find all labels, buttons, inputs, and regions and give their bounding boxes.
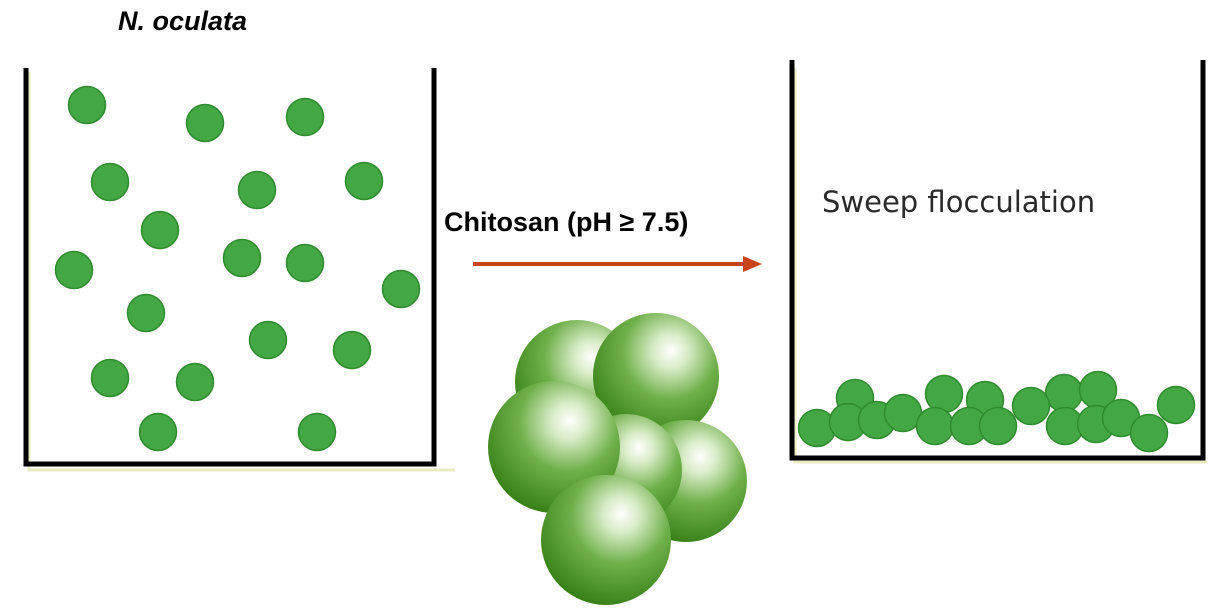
- cell-dot: [285, 97, 325, 137]
- settled-cells: [797, 370, 1196, 453]
- right-beaker-shadow: [793, 68, 1207, 464]
- settled-cell-dot: [1156, 385, 1196, 425]
- cell-dot: [297, 412, 337, 452]
- cell-dot: [126, 293, 166, 333]
- right-beaker-outline: [789, 60, 1206, 461]
- reagent-label: Chitosan (pH ≥ 7.5): [444, 207, 689, 237]
- right-beaker: [789, 60, 1207, 464]
- dispersed-cells: [54, 85, 421, 452]
- cell-dot: [90, 162, 130, 202]
- left-beaker-outline: [23, 68, 437, 467]
- settled-cell-dot: [915, 406, 955, 446]
- settled-cell-dot: [1044, 373, 1084, 413]
- cell-dot: [185, 103, 225, 143]
- settled-cell-dot: [978, 406, 1018, 446]
- cell-dot: [332, 330, 372, 370]
- process-arrow: [473, 256, 762, 272]
- cell-dot: [344, 161, 384, 201]
- settled-cell-dot: [924, 374, 964, 414]
- left-beaker: [23, 68, 455, 472]
- outcome-label: Sweep flocculation: [822, 185, 1096, 219]
- cell-dot: [175, 362, 215, 402]
- cell-dot: [381, 269, 421, 309]
- arrow-head-icon: [743, 256, 762, 272]
- cell-dot: [248, 320, 288, 360]
- floc-sphere: [541, 475, 671, 605]
- left-beaker-shadow: [27, 72, 455, 472]
- species-label: N. oculata: [118, 6, 248, 36]
- settled-cell-dot: [1129, 413, 1169, 453]
- cell-dot: [285, 243, 325, 283]
- cell-dot: [138, 412, 178, 452]
- cell-dot: [237, 170, 277, 210]
- cell-dot: [54, 250, 94, 290]
- settled-cell-dot: [1011, 386, 1051, 426]
- cell-dot: [222, 238, 262, 278]
- floc-sphere: [593, 313, 719, 439]
- floc-cluster-icon: [488, 313, 747, 605]
- cell-dot: [90, 358, 130, 398]
- cell-dot: [140, 210, 180, 250]
- cell-dot: [67, 85, 107, 125]
